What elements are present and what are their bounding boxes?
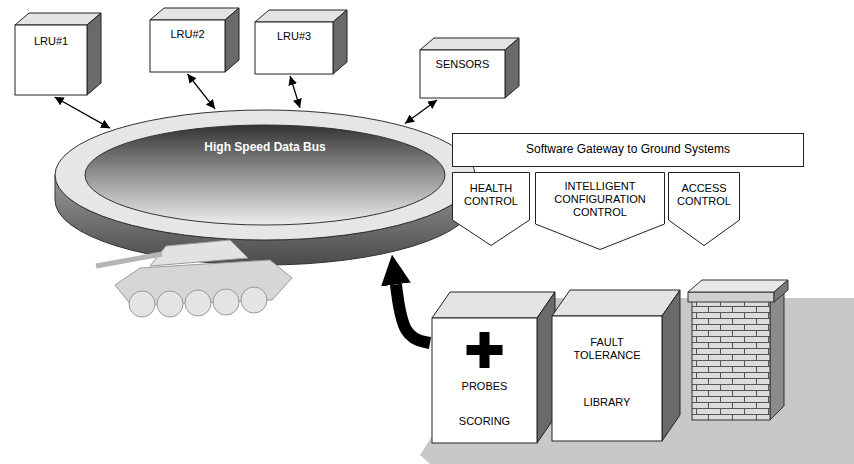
- data-bus-ring: High Speed Data Bus: [55, 110, 475, 265]
- control-tab: HEALTH CONTROL: [452, 172, 530, 246]
- node-label: INTELLIGENT CONFIGURATION CONTROL: [539, 180, 661, 220]
- lru-box: LRU#2: [150, 20, 225, 72]
- cube-side: [505, 38, 519, 98]
- bus-link-arrow: [290, 76, 300, 108]
- cube-front: [150, 20, 225, 72]
- ground-platform: [420, 298, 854, 464]
- node-label: LRU#2: [170, 28, 204, 41]
- module-cube: FAULT TOLERANCE LIBRARY: [552, 316, 662, 441]
- node-label: PROBES: [462, 380, 508, 393]
- node-body: LRU#2: [150, 20, 225, 41]
- node-label: FAULT TOLERANCE: [556, 336, 658, 362]
- pentagon-outline: [669, 173, 740, 246]
- gateway-box: Software Gateway to Ground Systems: [452, 133, 804, 167]
- box-outline: [453, 134, 804, 167]
- bus-link-arrow: [188, 74, 216, 109]
- bus-link-arrow: [405, 100, 437, 124]
- pentagon-outline: [536, 173, 665, 250]
- cube-side: [87, 13, 101, 95]
- node-body: PROBES SCORING: [432, 318, 537, 428]
- node-label: LRU#3: [277, 30, 311, 43]
- tank-illustration: [96, 240, 292, 317]
- firewall-wall: [688, 280, 788, 420]
- node-outline: [255, 22, 333, 74]
- node-label: High Speed Data Bus: [204, 140, 325, 154]
- node-body: Software Gateway to Ground Systems: [452, 133, 804, 156]
- sensor-box: SENSORS: [420, 50, 505, 98]
- node-label: ACCESS CONTROL: [672, 182, 736, 208]
- cube-side: [225, 8, 239, 72]
- cube-side: [333, 10, 347, 74]
- node-label: LRU#1: [34, 35, 68, 48]
- node-body: FAULT TOLERANCE LIBRARY: [552, 316, 662, 410]
- node-body: INTELLIGENT CONFIGURATION CONTROL: [535, 172, 665, 220]
- block-arrow: [396, 285, 430, 343]
- pentagon-outline: [453, 173, 530, 246]
- node-label: LIBRARY: [584, 396, 631, 409]
- bus-link-arrow: [55, 97, 110, 128]
- cube-top: [552, 290, 680, 316]
- cube-front: [552, 316, 662, 441]
- node-body: High Speed Data Bus: [55, 110, 475, 154]
- node-label: Software Gateway to Ground Systems: [526, 142, 730, 156]
- cube-top: [420, 38, 519, 50]
- cube-side: [662, 290, 680, 441]
- cube-front: [432, 318, 537, 443]
- node-label: HEALTH CONTROL: [456, 182, 526, 208]
- node-body: HEALTH CONTROL: [452, 172, 530, 208]
- node-outline: [420, 50, 505, 98]
- cube-top: [432, 292, 555, 318]
- node-outline: [150, 20, 225, 72]
- control-tab: ACCESS CONTROL: [668, 172, 740, 246]
- node-outline: [552, 316, 662, 441]
- node-label: SENSORS: [436, 58, 490, 71]
- module-cube: PROBES SCORING: [432, 318, 537, 443]
- lru-box: LRU#1: [15, 25, 87, 95]
- control-tab: INTELLIGENT CONFIGURATION CONTROL: [535, 172, 665, 250]
- bus-ring-inner: [85, 125, 445, 225]
- node-body: SENSORS: [420, 50, 505, 71]
- cube-top: [150, 8, 239, 20]
- cube-top: [15, 13, 101, 25]
- node-body: LRU#1: [15, 25, 87, 48]
- lru-box: LRU#3: [255, 22, 333, 74]
- cube-front: [15, 25, 87, 95]
- node-label: SCORING: [459, 415, 510, 428]
- cube-front: [420, 50, 505, 98]
- bus-ring-top: [55, 110, 475, 240]
- cube-top: [255, 10, 347, 22]
- node-body: ACCESS CONTROL: [668, 172, 740, 208]
- node-body: LRU#3: [255, 22, 333, 43]
- cube-front: [255, 22, 333, 74]
